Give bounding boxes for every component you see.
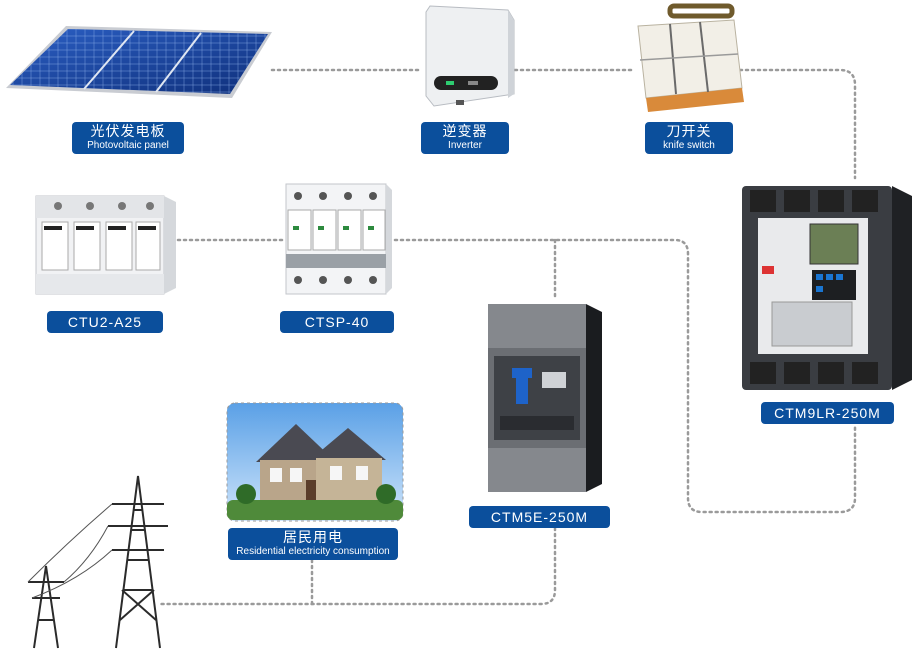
- label-photovoltaic-cn: 光伏发电板: [90, 124, 166, 140]
- label-inverter-en: Inverter: [448, 140, 482, 151]
- ctu2-surge-protector-image: [35, 195, 176, 295]
- label-ctsp-40: CTSP-40: [280, 311, 394, 333]
- knife-switch-image: [637, 3, 744, 112]
- label-ctm5e-250m: CTM5E-250M: [469, 506, 610, 528]
- label-knife-switch: 刀开关 knife switch: [645, 122, 733, 154]
- inverter-image: [425, 5, 515, 107]
- label-knife-switch-en: knife switch: [663, 140, 715, 151]
- label-photovoltaic-en: Photovoltaic panel: [87, 140, 169, 151]
- line-ctsp-ctm9lr: [393, 238, 857, 514]
- power-tower-image: [27, 475, 168, 649]
- label-inverter: 逆变器 Inverter: [421, 122, 509, 154]
- line-knife-ctm9lr: [738, 68, 857, 180]
- line-ctm5e-grid: [158, 526, 557, 606]
- label-ctm9lr-250m: CTM9LR-250M: [761, 402, 894, 424]
- ctm5e-breaker-image: [488, 304, 602, 492]
- label-residential-en: Residential electricity consumption: [236, 546, 390, 557]
- solar-panel-image: [6, 26, 272, 98]
- label-ctu2-a25: CTU2-A25: [47, 311, 163, 333]
- ctsp-spd-image: [285, 183, 392, 295]
- residential-house-image: [226, 402, 404, 522]
- label-photovoltaic-panel: 光伏发电板 Photovoltaic panel: [72, 122, 184, 154]
- label-residential: 居民用电 Residential electricity consumption: [228, 528, 398, 560]
- label-knife-switch-cn: 刀开关: [666, 124, 712, 140]
- label-inverter-cn: 逆变器: [442, 124, 488, 140]
- label-residential-cn: 居民用电: [283, 530, 343, 546]
- ctm9lr-breaker-image: [742, 186, 912, 390]
